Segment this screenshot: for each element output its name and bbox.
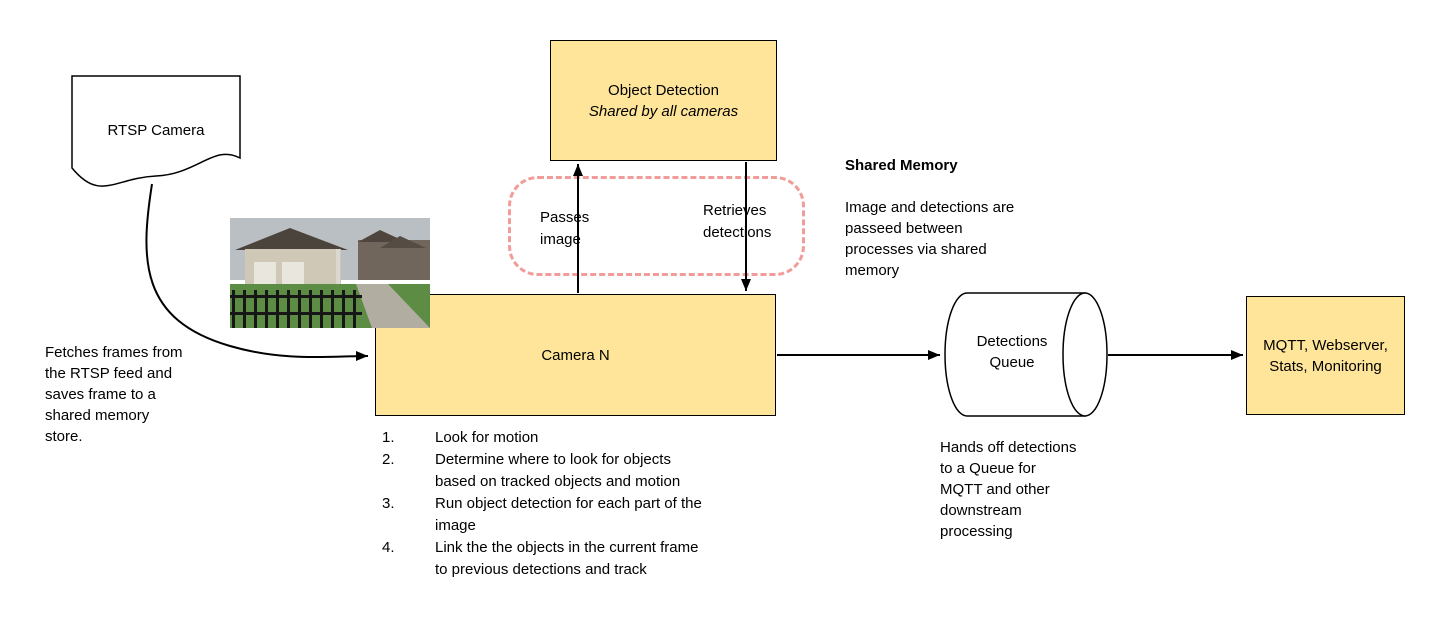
shared-memory-region <box>508 176 805 276</box>
step-item: 3. Run object detection for each part of… <box>382 493 812 537</box>
camera-n-node: Camera N <box>375 294 776 416</box>
detections-queue-label: Detections Queue <box>976 333 1048 371</box>
passes-image-label: Passes image <box>540 209 590 248</box>
step-text: Look for motion <box>435 429 539 446</box>
fetch-frames-note: Fetches frames from the RTSP feed and sa… <box>45 344 183 445</box>
camera-snapshot-image <box>230 218 430 328</box>
step-number: 4. <box>382 539 395 556</box>
step-number: 3. <box>382 495 395 512</box>
step-item: 1. Look for motion <box>382 427 812 449</box>
queue-handoff-note: Hands off detections to a Queue for MQTT… <box>940 439 1077 540</box>
object-detection-node: Object Detection Shared by all cameras <box>550 40 777 161</box>
step-item: 4. Link the the objects in the current f… <box>382 537 812 581</box>
shared-memory-note-body: Image and detections are passeed between… <box>845 199 1015 279</box>
camera-steps-list: 1. Look for motion 2. Determine where to… <box>382 427 812 581</box>
camera-n-label: Camera N <box>541 346 610 364</box>
rtsp-camera-label: RTSP Camera <box>107 122 205 139</box>
outputs-node: MQTT, Webserver, Stats, Monitoring <box>1246 296 1405 415</box>
outputs-label: MQTT, Webserver, Stats, Monitoring <box>1263 336 1388 375</box>
step-text: Link the the objects in the current fram… <box>435 539 699 578</box>
step-item: 2. Determine where to look for objects b… <box>382 449 812 493</box>
step-number: 2. <box>382 451 395 468</box>
object-detection-title: Object Detection <box>608 81 719 99</box>
step-text: Run object detection for each part of th… <box>435 495 702 534</box>
step-number: 1. <box>382 429 395 446</box>
step-text: Determine where to look for objects base… <box>435 451 681 490</box>
object-detection-subtitle: Shared by all cameras <box>588 102 739 120</box>
retrieves-detections-label: Retrieves detections <box>703 202 772 241</box>
shared-memory-note-title: Shared Memory <box>845 157 958 174</box>
shared-memory-note: Shared Memory Image and detections are p… <box>845 134 1075 302</box>
